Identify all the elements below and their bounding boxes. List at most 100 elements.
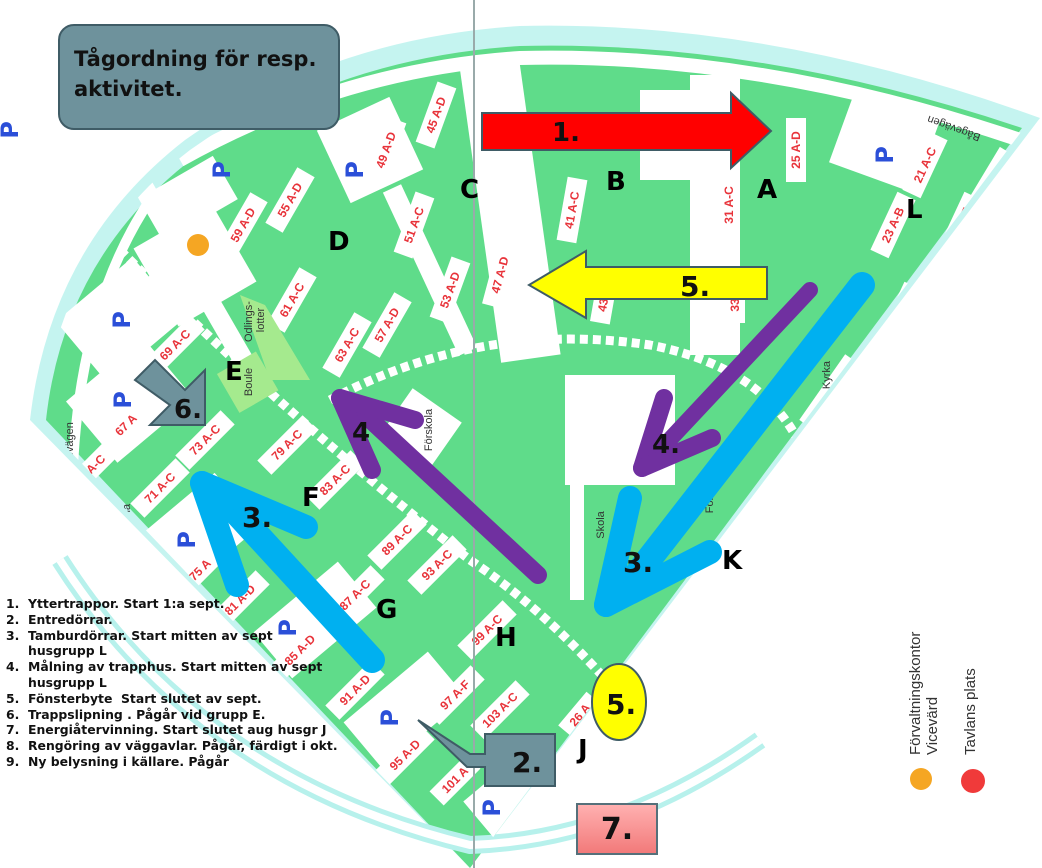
legend-office-dot xyxy=(910,768,932,790)
arrow-6-label: 6. xyxy=(174,395,202,425)
parking-icon: P xyxy=(274,619,302,637)
arrow-4-right-label: 4. xyxy=(652,430,680,460)
parking-icon: P xyxy=(478,799,506,817)
activity-text: Entredörrar. xyxy=(28,611,113,627)
arrow-1-red: 1. xyxy=(481,90,773,171)
activity-number: 7. xyxy=(6,722,20,738)
board-marker-dot xyxy=(885,388,911,414)
group-letter-j: J xyxy=(576,735,588,765)
legend-office-line2: Vicevärd xyxy=(924,697,941,755)
label-odlingslotter-line1: Odlings- xyxy=(243,301,255,342)
arrow-3-blue-left xyxy=(190,471,385,673)
activity-number: 6. xyxy=(6,706,20,722)
group-letter-b: B xyxy=(606,167,626,197)
arrow-4-purple-left xyxy=(331,389,547,584)
address-24: 24 xyxy=(605,745,625,764)
legend-board-dot xyxy=(961,769,985,793)
parking-icon: P xyxy=(109,391,137,409)
activity-text: Ny belysning i källare. Pågår xyxy=(28,753,229,769)
activity-item: 4. Målning av trapphus. Start mitten av s… xyxy=(6,659,338,691)
group-letter-g: G xyxy=(376,595,397,625)
box-7-label: 7. xyxy=(600,811,634,847)
oval-5-label: 5. xyxy=(606,688,636,721)
parking-icon: P xyxy=(915,316,943,334)
parking-icon: P xyxy=(173,531,201,549)
footpath-arc xyxy=(116,246,644,723)
box-7-pink: 7. xyxy=(576,803,658,855)
title-line-1: Tågordning för resp. xyxy=(74,47,317,71)
parking-icon: P xyxy=(341,161,369,179)
callout-2-label: 2. xyxy=(512,746,542,779)
parking-icon: P xyxy=(815,513,843,531)
legend-board-label: Tavlans plats xyxy=(962,668,979,755)
address-18: 18 A-D xyxy=(743,570,776,609)
arrow-4-left-label: 4 xyxy=(352,418,370,448)
address-25: 25 A-D xyxy=(789,131,803,169)
activity-item: 3. Tamburdörrar. Start mitten av sept hus… xyxy=(6,628,338,660)
activity-item: 2. Entredörrar. xyxy=(6,612,338,628)
label-kyrka: Kyrka xyxy=(821,360,833,389)
address-33: 33 xyxy=(728,298,742,312)
activity-text: Yttertrappor. Start 1:a sept. xyxy=(28,596,225,611)
activity-number: 4. xyxy=(6,659,20,675)
activity-item: 9. Ny belysning i källare. Pågår xyxy=(6,754,338,770)
group-letter-d: D xyxy=(328,227,350,257)
activity-item: 8. Rengöring av väggavlar. Pågår, färdigt… xyxy=(6,738,338,754)
activity-number: 9. xyxy=(6,753,20,769)
activity-item: 5.Fönsterbyte Start slutet av sept. xyxy=(6,691,338,707)
label-odlingslotter: Odlings- lotter xyxy=(243,298,267,342)
group-letters: A B C D E F G H J K L xyxy=(225,167,923,765)
activity-item: 6. Trappslipning . Pågår vid grupp E. xyxy=(6,707,338,723)
arrow-3-right-label: 3. xyxy=(623,546,653,579)
activity-text: Rengöring av väggavlar. Pågår, färdigt i… xyxy=(28,738,338,754)
label-boule: Boule xyxy=(243,368,255,396)
title-callout: Tågordning för resp. aktivitet. xyxy=(58,24,340,130)
activity-number: 5. xyxy=(6,690,20,706)
address-16: 16 A-D xyxy=(783,485,816,524)
label-skola: Skola xyxy=(595,510,607,538)
group-letter-e: E xyxy=(225,357,243,387)
boule-area xyxy=(216,351,279,413)
activity-text: Energiåtervinning. Start slutet aug husg… xyxy=(28,722,327,738)
oval-5-yellow: 5. xyxy=(591,663,647,741)
activity-text: Trappslipning . Pågår vid grupp E. xyxy=(28,706,266,722)
address-22: 22 A-D xyxy=(673,641,708,679)
arrow-6-grey: 6. xyxy=(133,358,206,426)
legend-office-line1: Förvaltningskontor xyxy=(907,632,924,755)
arrow-5-yellow: 5. xyxy=(527,249,768,320)
address-41: 41 A-C xyxy=(562,190,582,230)
arrow-3-left-label: 3. xyxy=(242,501,272,534)
parking-icon: P xyxy=(108,311,136,329)
group-letter-k: K xyxy=(722,546,743,576)
parking-icon: P xyxy=(208,161,236,179)
label-centrum: Centrum xyxy=(851,394,863,436)
legend-office-label: Förvaltningskontor Vicevärd xyxy=(907,627,941,755)
arrow-1-label: 1. xyxy=(552,118,580,148)
address-43: 43 xyxy=(595,297,611,313)
group-letter-c: C xyxy=(460,175,479,205)
group-letter-f: F xyxy=(302,483,320,513)
parking-icon: P xyxy=(698,663,726,681)
parking-icon: P xyxy=(376,709,404,727)
odlingslotter-area xyxy=(240,295,310,380)
office-marker-dot xyxy=(187,234,209,256)
activity-number: 3. xyxy=(6,627,20,643)
group-letter-a: A xyxy=(757,175,777,205)
arrow-4-purple-right xyxy=(633,282,818,477)
arrow-5-label: 5. xyxy=(680,270,710,303)
activity-text: Målning av trapphus. Start mitten av sep… xyxy=(28,659,323,690)
label-odlingslotter-line2: lotter xyxy=(255,307,267,332)
parking-icon-partial: P xyxy=(0,121,24,139)
activity-number: 1. xyxy=(6,596,20,611)
activity-text: Tamburdörrar. Start mitten av sept husgr… xyxy=(28,627,273,659)
activity-number: 2. xyxy=(6,611,20,627)
group-letter-h: H xyxy=(495,623,517,653)
arrow-3-blue-right xyxy=(594,272,875,617)
activity-number: 8. xyxy=(6,738,20,754)
title-line-2: aktivitet. xyxy=(74,77,183,101)
callout-2-grey: 2. xyxy=(417,719,556,787)
parking-icon: P xyxy=(871,146,899,164)
label-backebovagen-bottom: Bäckebovägen xyxy=(665,707,732,759)
label-forskola-mid: Förskola xyxy=(423,408,435,451)
